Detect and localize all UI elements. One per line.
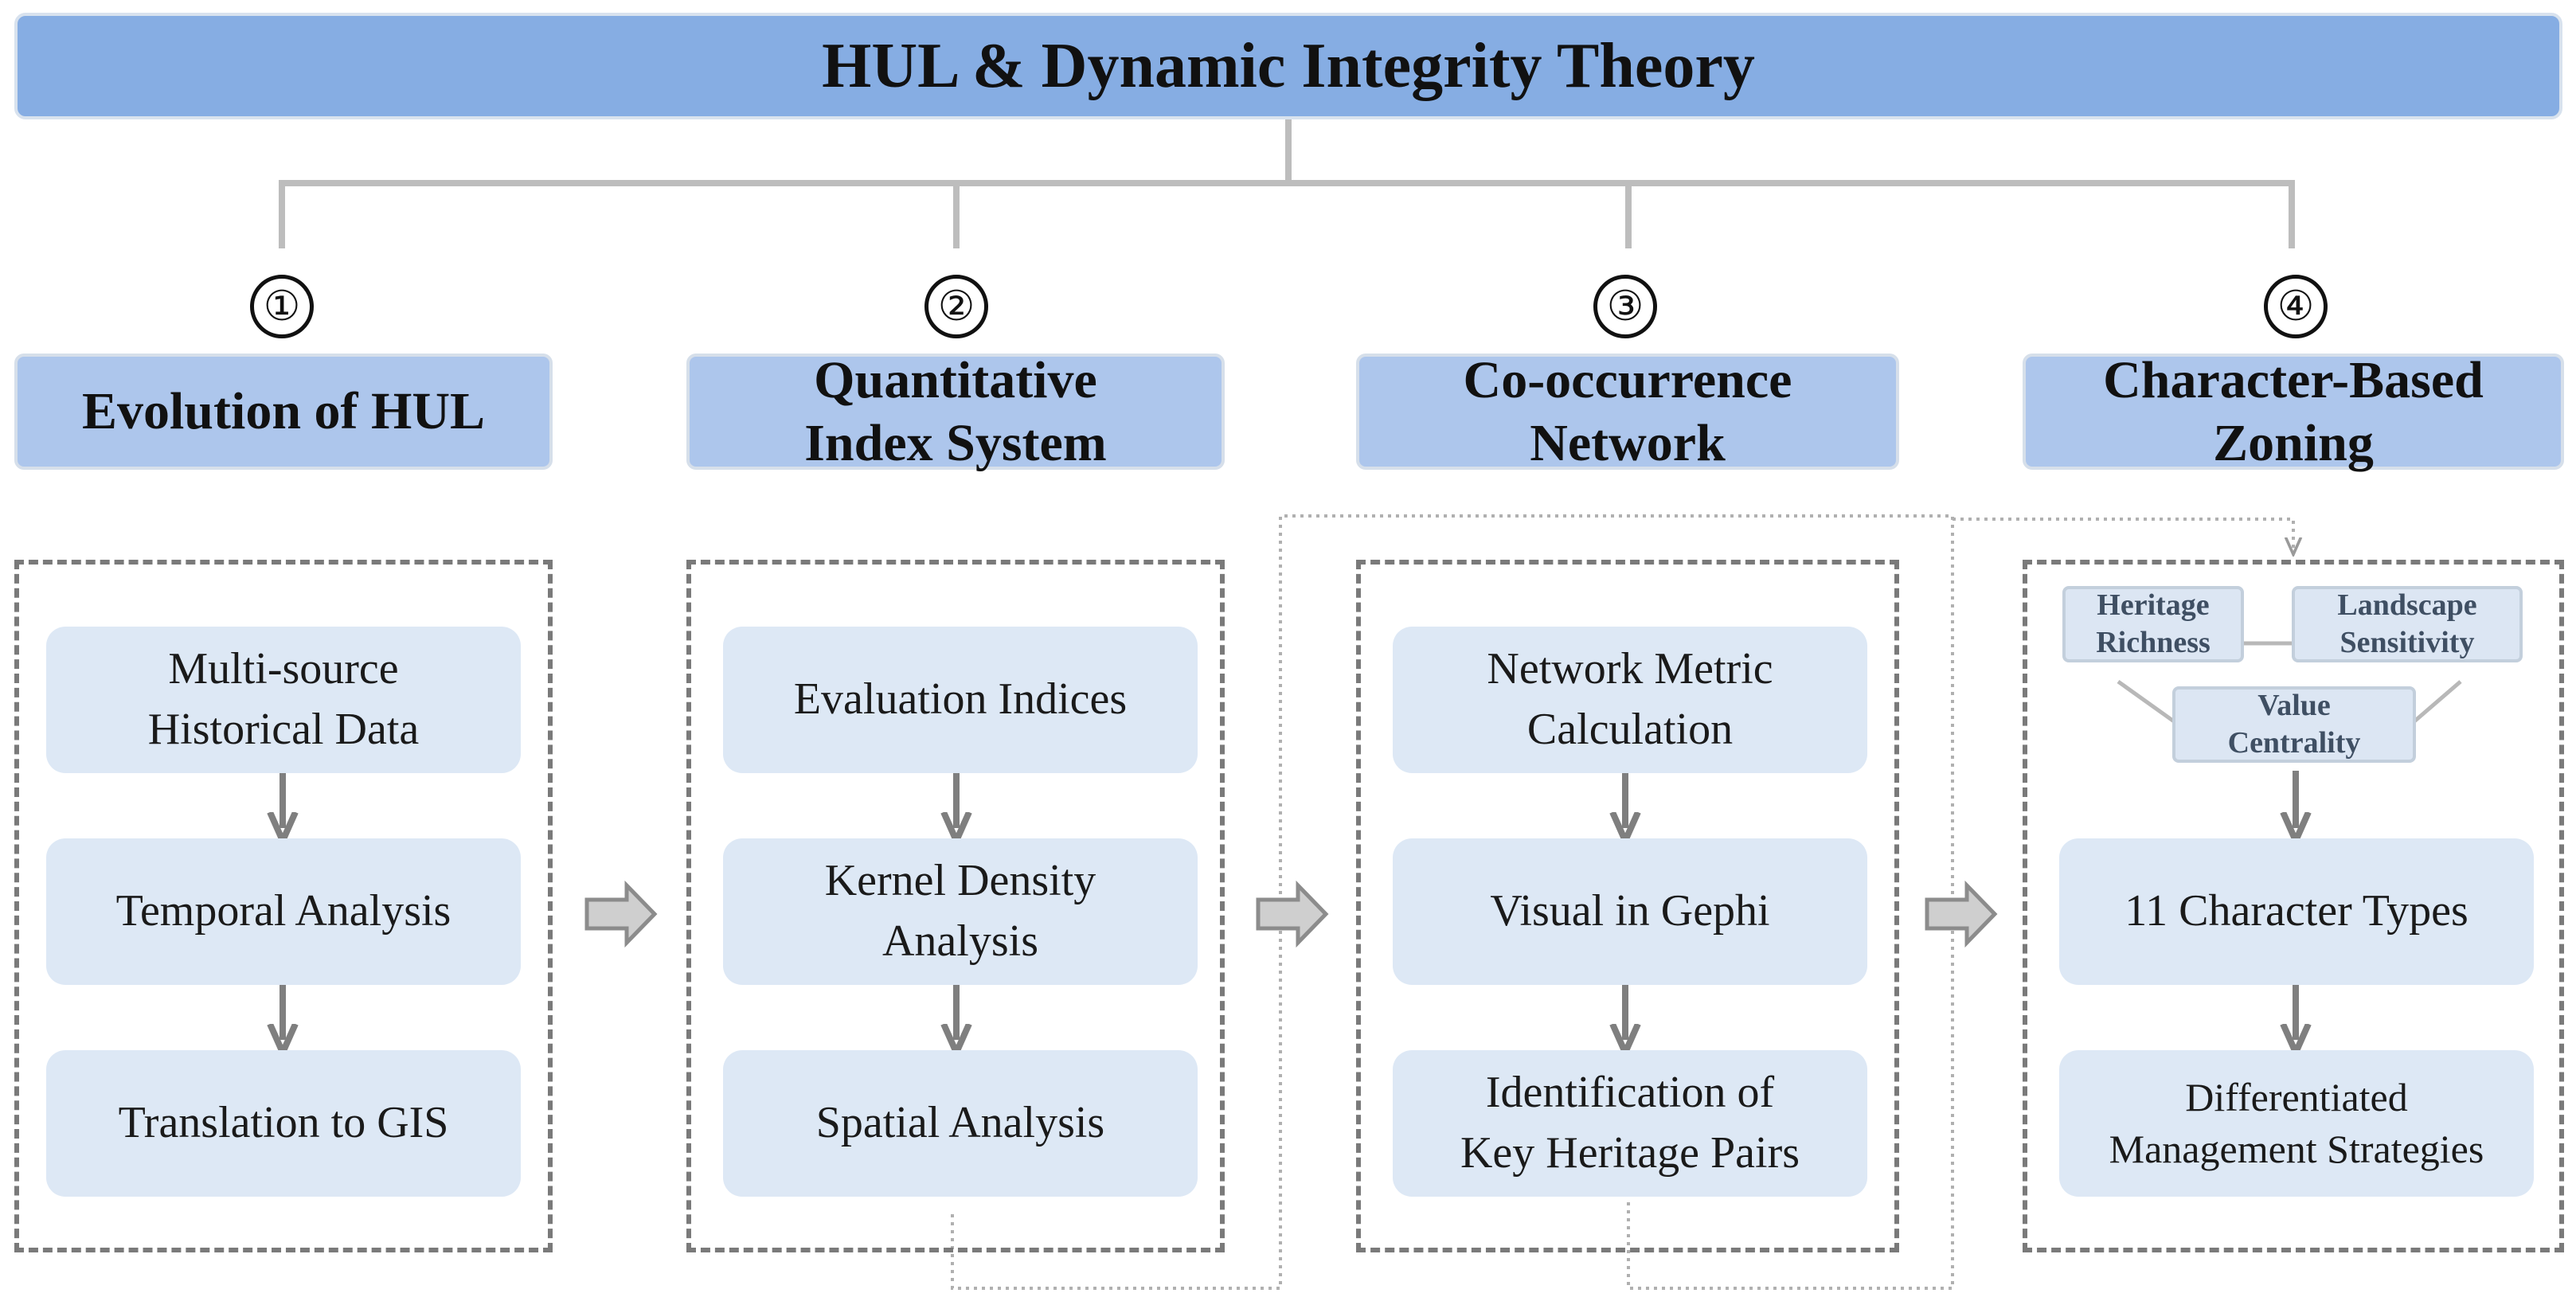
stage-3-group: Network Metric Calculation Visual in Gep…: [1356, 560, 1899, 1252]
stage-2-step-3: Spatial Analysis: [723, 1050, 1198, 1197]
stage-1-heading: Evolution of HUL: [14, 354, 553, 470]
stage-3-heading: Co-occurrence Network: [1356, 351, 1899, 472]
diagram-title: HUL & Dynamic Integrity Theory: [14, 13, 2562, 119]
stage-2-group: Evaluation Indices Kernel Density Analys…: [686, 560, 1225, 1252]
title-tree-connector: [279, 119, 2295, 248]
stage-4-step-1: 11 Character Types: [2059, 838, 2534, 985]
stage-3-step-1: Network Metric Calculation: [1393, 627, 1867, 773]
stage-1-group: Multi-source Historical Data Temporal An…: [14, 560, 553, 1252]
stage-2-step-2: Kernel Density Analysis: [723, 838, 1198, 985]
stage-1-number: ①: [250, 275, 314, 338]
stage-arrow-1-2: [584, 880, 658, 948]
criterion-landscape-sensitivity: Landscape Sensitivity: [2292, 586, 2523, 662]
stage-1-step-3: Translation to GIS: [46, 1050, 521, 1197]
stage-2-number: ②: [924, 275, 988, 338]
stage-2-step-1: Evaluation Indices: [723, 627, 1198, 773]
stage-transition-arrows: [584, 880, 1998, 948]
dotted-link-connectors: [951, 514, 2293, 1290]
stage-arrow-3-4: [1925, 880, 1998, 948]
stage-arrow-2-3: [1256, 880, 1329, 948]
stage-3-number: ③: [1593, 275, 1657, 338]
step-arrows: [283, 769, 2296, 1040]
stage-1-step-2: Temporal Analysis: [46, 838, 521, 985]
stage-4-group: 11 Character Types Differentiated Manage…: [2023, 560, 2564, 1252]
stage-3-step-2: Visual in Gephi: [1393, 838, 1867, 985]
stage-3-step-3: Identification of Key Heritage Pairs: [1393, 1050, 1867, 1197]
stage-4-number: ④: [2264, 275, 2328, 338]
criterion-heritage-richness: Heritage Richness: [2062, 586, 2244, 662]
stage-2-heading: Quantitative Index System: [686, 351, 1225, 472]
stage-1-step-1: Multi-source Historical Data: [46, 627, 521, 773]
criterion-value-centrality: Value Centrality: [2172, 686, 2416, 763]
criteria-connectors: [2117, 641, 2462, 724]
stage-4-step-2: Differentiated Management Strategies: [2059, 1050, 2534, 1197]
stage-4-heading: Character-Based Zoning: [2023, 351, 2564, 472]
